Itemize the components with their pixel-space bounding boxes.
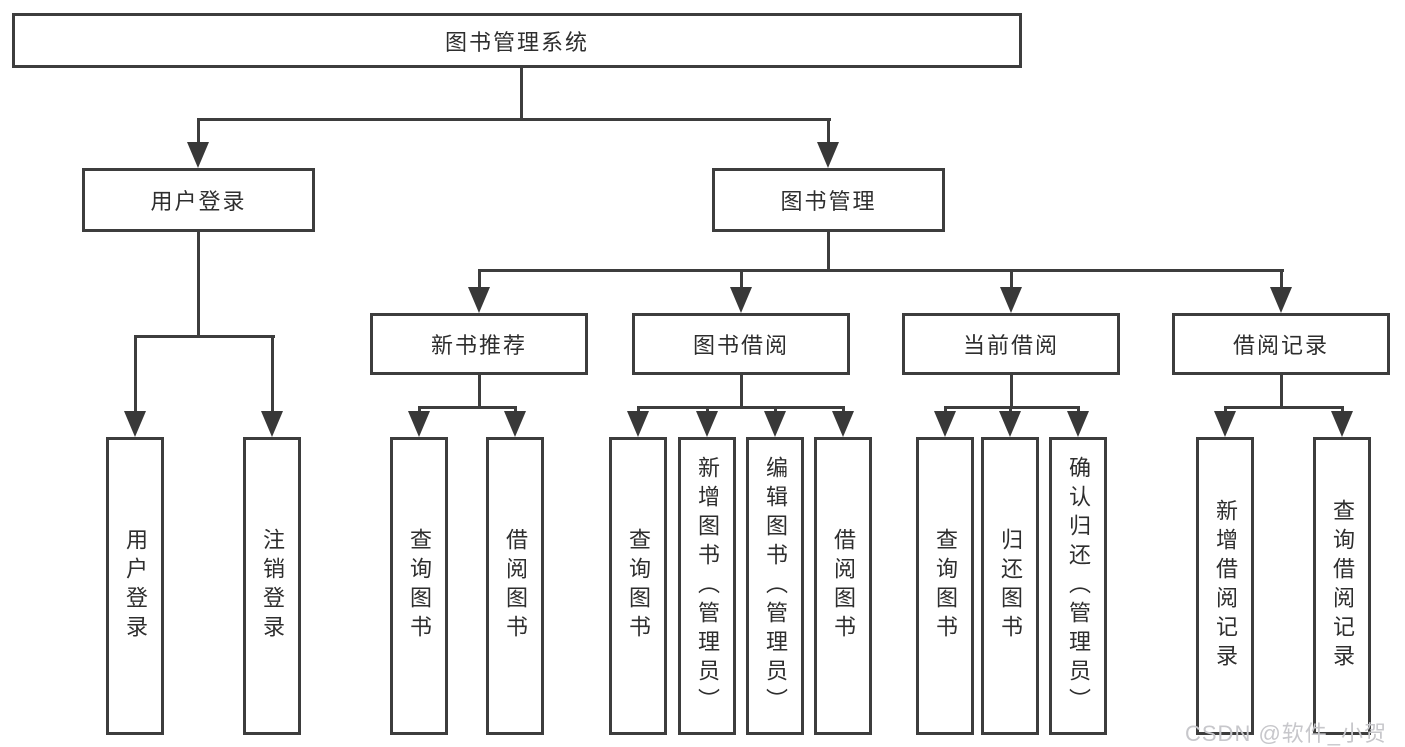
connector-line xyxy=(478,269,481,291)
connector-line xyxy=(134,335,275,338)
connector-line xyxy=(637,406,845,409)
arrow-down-icon xyxy=(1067,411,1089,437)
connector-line xyxy=(706,406,709,415)
node-book-borrowing: 图书借阅 xyxy=(632,313,850,375)
arrow-down-icon xyxy=(1331,411,1353,437)
connector-line xyxy=(1224,406,1344,409)
leaf-borrow-books: 借阅图书 xyxy=(814,437,872,735)
leaf-label: 注销登录 xyxy=(260,528,285,644)
leaf-query-borrow-record: 查询借阅记录 xyxy=(1313,437,1371,735)
leaf-label: 归还图书 xyxy=(998,528,1023,644)
leaf-label: 借阅图书 xyxy=(503,528,528,644)
leaf-return-books: 归还图书 xyxy=(981,437,1039,735)
connector-line xyxy=(1280,375,1283,409)
arrow-down-icon xyxy=(124,411,146,437)
connector-line xyxy=(418,406,517,409)
connector-line xyxy=(478,375,481,409)
leaf-label: 查询图书 xyxy=(407,528,432,644)
arrow-down-icon xyxy=(832,411,854,437)
leaf-borrow-books-recommend: 借阅图书 xyxy=(486,437,544,735)
connector-line xyxy=(520,68,523,120)
connector-line xyxy=(418,406,421,415)
leaf-label: 编辑图书（管理员） xyxy=(763,455,788,717)
leaf-label: 确认归还（管理员） xyxy=(1066,455,1091,717)
arrow-down-icon xyxy=(408,411,430,437)
connector-line xyxy=(197,118,200,146)
connector-line xyxy=(271,335,274,415)
leaf-label: 借阅图书 xyxy=(831,528,856,644)
leaf-label: 查询借阅记录 xyxy=(1330,499,1355,673)
node-book-management: 图书管理 xyxy=(712,168,945,232)
leaf-label: 查询图书 xyxy=(933,528,958,644)
connector-line xyxy=(740,269,743,291)
arrow-down-icon xyxy=(764,411,786,437)
arrow-down-icon xyxy=(817,142,839,168)
arrow-down-icon xyxy=(1000,287,1022,313)
connector-line xyxy=(740,375,743,409)
node-borrowing-records: 借阅记录 xyxy=(1172,313,1390,375)
leaf-user-login: 用户登录 xyxy=(106,437,164,735)
connector-line xyxy=(944,406,947,415)
connector-line xyxy=(637,406,640,415)
connector-line xyxy=(1077,406,1080,415)
arrow-down-icon xyxy=(934,411,956,437)
connector-line xyxy=(478,269,1284,272)
leaf-label: 查询图书 xyxy=(626,528,651,644)
node-new-book-recommendation: 新书推荐 xyxy=(370,313,588,375)
arrow-down-icon xyxy=(1214,411,1236,437)
csdn-watermark: CSDN @软件_小贺同学 xyxy=(1185,721,1388,746)
arrow-down-icon xyxy=(504,411,526,437)
leaf-query-books-current: 查询图书 xyxy=(916,437,974,735)
connector-line xyxy=(842,406,845,415)
arrow-down-icon xyxy=(696,411,718,437)
connector-line xyxy=(1010,269,1013,291)
arrow-down-icon xyxy=(1270,287,1292,313)
node-library-management-system: 图书管理系统 xyxy=(12,13,1022,68)
arrow-down-icon xyxy=(999,411,1021,437)
connector-line xyxy=(1341,406,1344,415)
connector-line xyxy=(827,118,830,146)
leaf-query-books-borrow: 查询图书 xyxy=(609,437,667,735)
connector-line xyxy=(197,118,831,121)
arrow-down-icon xyxy=(261,411,283,437)
leaf-logout: 注销登录 xyxy=(243,437,301,735)
arrow-down-icon xyxy=(730,287,752,313)
leaf-confirm-return-admin: 确认归还（管理员） xyxy=(1049,437,1107,735)
node-user-login: 用户登录 xyxy=(82,168,315,232)
arrow-down-icon xyxy=(187,142,209,168)
node-current-borrowing: 当前借阅 xyxy=(902,313,1120,375)
connector-line xyxy=(514,406,517,415)
arrow-down-icon xyxy=(468,287,490,313)
connector-line xyxy=(827,232,830,272)
leaf-label: 新增借阅记录 xyxy=(1213,499,1238,673)
connector-line xyxy=(1224,406,1227,415)
leaf-query-books-recommend: 查询图书 xyxy=(390,437,448,735)
connector-line xyxy=(197,232,200,338)
leaf-label: 新增图书（管理员） xyxy=(695,455,720,717)
leaf-edit-books-admin: 编辑图书（管理员） xyxy=(746,437,804,735)
connector-line xyxy=(1009,406,1012,415)
connector-line xyxy=(774,406,777,415)
connector-line xyxy=(944,406,1080,409)
leaf-label: 用户登录 xyxy=(123,528,148,644)
connector-line xyxy=(134,335,137,415)
connector-line xyxy=(1280,269,1283,291)
arrow-down-icon xyxy=(627,411,649,437)
leaf-add-borrow-record: 新增借阅记录 xyxy=(1196,437,1254,735)
leaf-add-books-admin: 新增图书（管理员） xyxy=(678,437,736,735)
connector-line xyxy=(1010,375,1013,409)
